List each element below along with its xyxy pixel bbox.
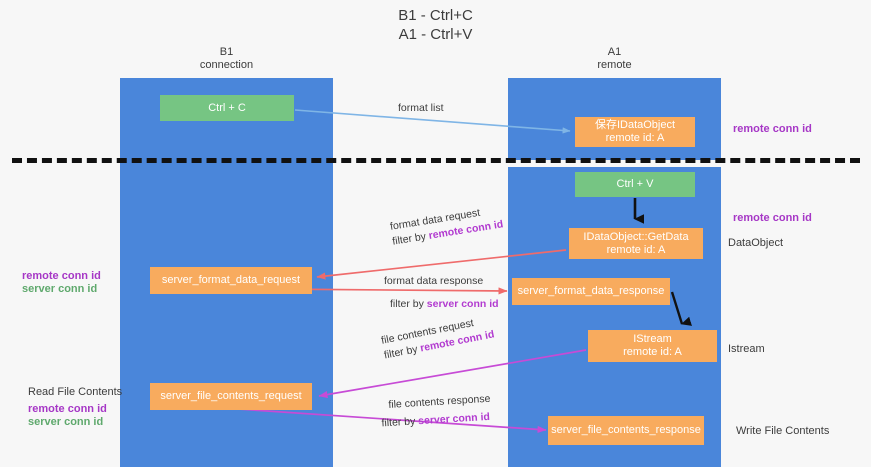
edge-label-fdres-line1: format data response	[384, 275, 484, 287]
annotation-left-remote-conn-id-2: remote conn id	[28, 403, 107, 415]
edge-label-format-data-request: format data request filter by remote con…	[389, 202, 504, 249]
swimlane-header-b1: B1 connection	[199, 46, 254, 71]
edge-label-file-contents-response: file contents response filter by server …	[381, 392, 492, 431]
annotation-left-remote-conn-id: remote conn id	[22, 270, 101, 282]
edge-label-file-contents-request: file contents request filter by remote c…	[380, 313, 496, 364]
node-ctrl-v[interactable]: Ctrl + V	[575, 172, 695, 197]
node-ctrl-c[interactable]: Ctrl + C	[160, 95, 294, 121]
node-save-idataobject[interactable]: 保存IDataObject remote id: A	[575, 117, 695, 147]
annotation-left-server-conn-id: server conn id	[22, 283, 98, 295]
edge-label-format-list: format list	[398, 101, 444, 116]
node-istream[interactable]: IStream remote id: A	[588, 330, 717, 362]
edge-label-fdres-filter: server conn id	[426, 298, 499, 310]
node-idataobject-getdata[interactable]: IDataObject::GetData remote id: A	[569, 228, 703, 259]
annotation-remote-conn-id-mid: remote conn id	[733, 212, 812, 224]
annotation-left-server-conn-id-2: server conn id	[28, 416, 104, 428]
annotation-read-file-contents: Read File Contents	[28, 386, 123, 398]
node-server-format-data-response[interactable]: server_format_data_response	[512, 278, 670, 305]
swimlane-header-a1: A1 remote	[597, 46, 632, 71]
node-server-format-data-request[interactable]: server_format_data_request	[150, 267, 312, 294]
phase-divider	[12, 158, 860, 163]
annotation-write-file-contents: Write File Contents	[736, 425, 830, 437]
annotation-remote-conn-id-top: remote conn id	[733, 123, 812, 135]
node-server-file-contents-response[interactable]: server_file_contents_response	[548, 416, 704, 445]
edge-label-fdres-line2: filter by server conn id	[390, 297, 499, 312]
edge-label-fcres-prefix: filter by	[381, 415, 419, 430]
annotation-istream: Istream	[728, 343, 765, 355]
edge-label-fcres-filter: server conn id	[417, 410, 491, 428]
edge-label-format-data-response: format data response filter by server co…	[384, 274, 499, 312]
annotation-dataobject: DataObject	[728, 237, 784, 249]
edge-label-fcres-line2: filter by server conn id	[381, 410, 492, 432]
edge-label-format-list-line1: format list	[398, 102, 444, 114]
edge-label-fdres-prefix: filter by	[390, 298, 427, 310]
node-server-file-contents-request[interactable]: server_file_contents_request	[150, 383, 312, 410]
diagram-title: B1 - Ctrl+C A1 - Ctrl+V	[398, 7, 473, 43]
